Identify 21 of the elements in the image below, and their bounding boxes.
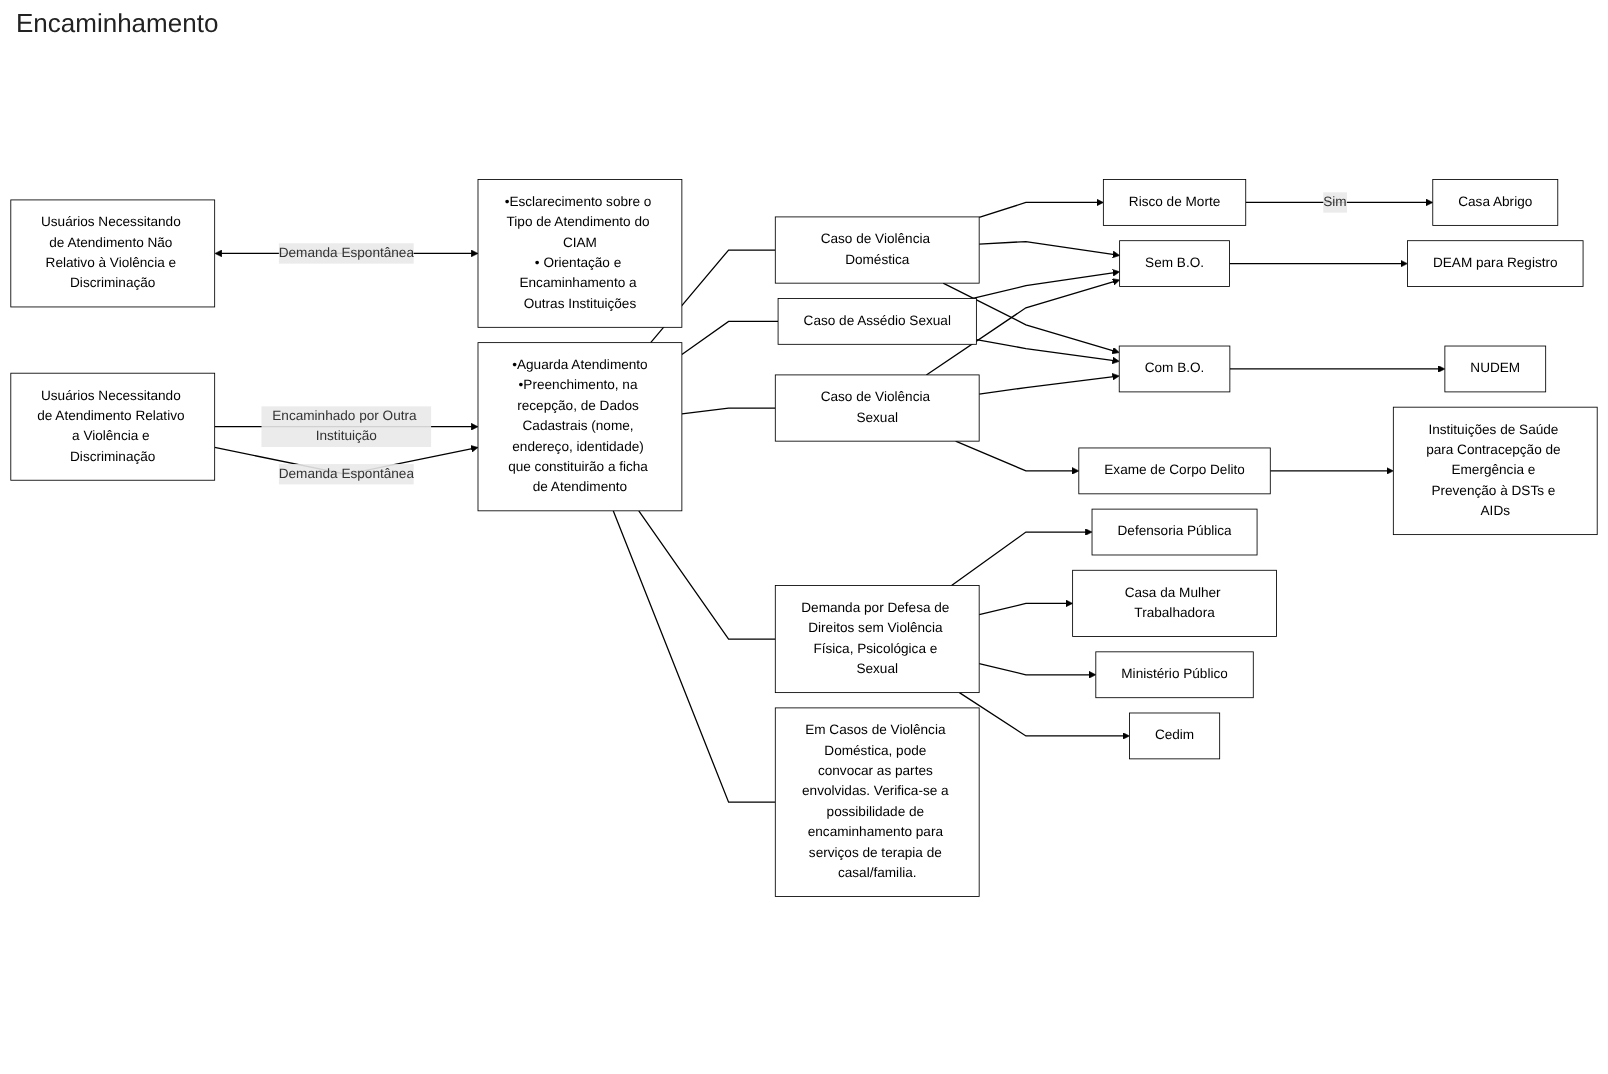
- arrow: [1245, 197, 1434, 206]
- arrow: [978, 661, 1097, 678]
- arrow: [975, 337, 1120, 364]
- connector: [681, 319, 779, 355]
- connector: [638, 509, 776, 639]
- connector: [681, 406, 776, 414]
- arrow: [978, 598, 1073, 615]
- arrow: [942, 281, 1120, 354]
- arrow: [1228, 258, 1408, 267]
- arrow: [1269, 466, 1394, 474]
- arrow: [972, 268, 1120, 299]
- arrow: [1229, 364, 1446, 372]
- arrow: [950, 527, 1093, 586]
- arrow: [925, 277, 1120, 375]
- arrow: [978, 239, 1120, 258]
- note-label: Encaminhamento: [16, 8, 219, 38]
- connector: [612, 509, 776, 802]
- arrow: [978, 197, 1104, 218]
- arrow: [978, 372, 1120, 394]
- arrow: [954, 439, 1080, 474]
- arrow: [958, 690, 1130, 739]
